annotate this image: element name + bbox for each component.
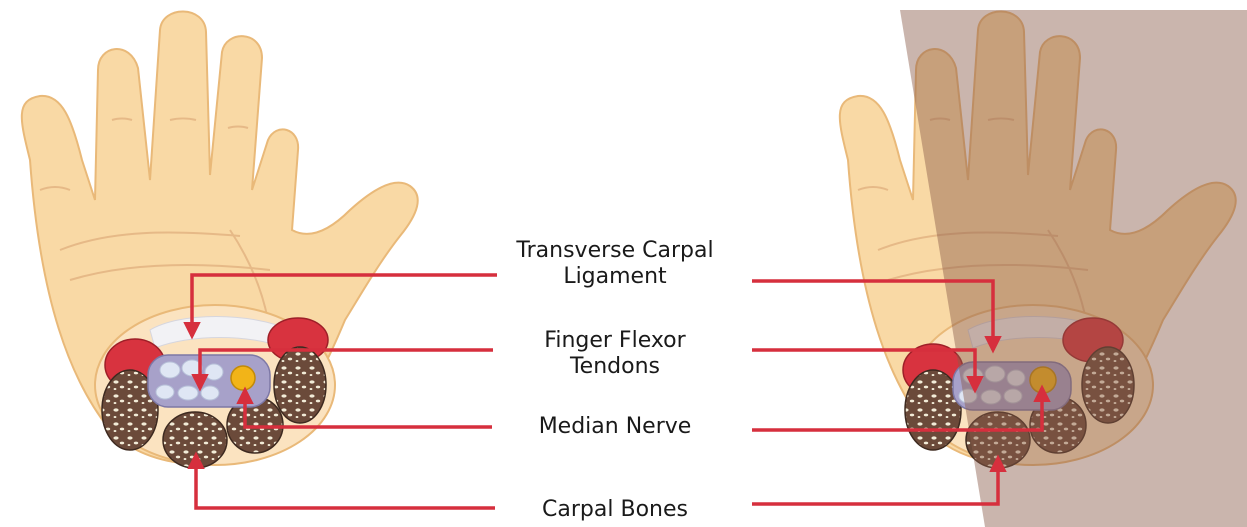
label-carpal-bones: Carpal Bones [490, 497, 740, 523]
label-fft-line1: Finger Flexor [490, 328, 740, 354]
label-tcl-line1: Transverse Carpal [490, 238, 740, 264]
left-hand-illustration [22, 11, 418, 468]
left-median-nerve [231, 366, 255, 390]
left-wrist-cross-section [95, 305, 335, 468]
label-transverse-carpal-ligament: Transverse Carpal Ligament [490, 238, 740, 290]
label-tcl-line2: Ligament [490, 264, 740, 290]
label-finger-flexor-tendons: Finger Flexor Tendons [490, 328, 740, 380]
label-median-nerve: Median Nerve [490, 414, 740, 440]
label-fft-line2: Tendons [490, 354, 740, 380]
arrow-right-bones [752, 458, 998, 504]
